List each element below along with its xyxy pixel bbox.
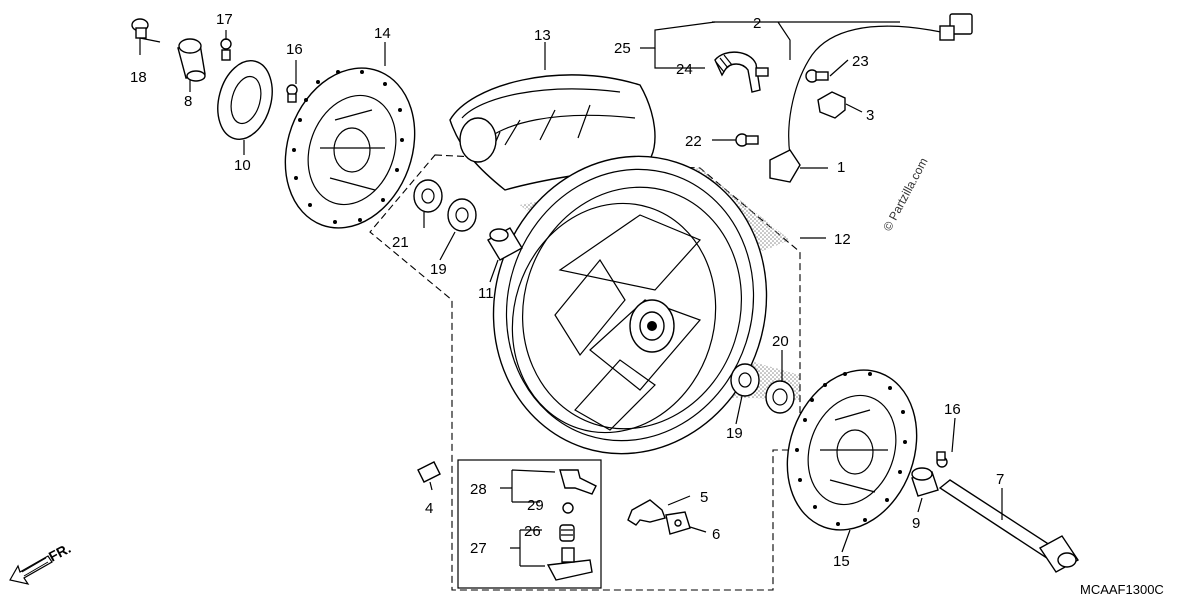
- label-20: 20: [772, 333, 789, 350]
- axle-7[interactable]: [938, 479, 1080, 573]
- bolt-16-left[interactable]: [286, 84, 298, 103]
- bracket-3[interactable]: [817, 91, 846, 119]
- label-3: 3: [866, 107, 874, 124]
- brake-disc-left[interactable]: [264, 50, 437, 247]
- label-25: 25: [614, 40, 631, 57]
- label-14: 14: [374, 25, 391, 42]
- label-19-right: 19: [726, 425, 743, 442]
- label-18: 18: [130, 69, 147, 86]
- label-13: 13: [534, 27, 551, 44]
- label-27: 27: [470, 540, 487, 557]
- seal-20[interactable]: [765, 380, 795, 414]
- label-22: 22: [685, 133, 702, 150]
- diagram-code: MCAAF1300C: [1080, 582, 1164, 597]
- collar-8[interactable]: [177, 38, 206, 82]
- label-28: 28: [470, 481, 487, 498]
- valve-box: [457, 459, 602, 589]
- brake-disc-right[interactable]: [766, 352, 939, 549]
- label-19-left: 19: [430, 261, 447, 278]
- spacer-11[interactable]: [487, 227, 523, 261]
- label-16-left: 16: [286, 41, 303, 58]
- bearing-21[interactable]: [413, 179, 443, 213]
- label-1: 1: [837, 159, 845, 176]
- clamp-6[interactable]: [665, 511, 691, 535]
- label-10: 10: [234, 157, 251, 174]
- label-21: 21: [392, 234, 409, 251]
- label-9: 9: [912, 515, 920, 532]
- bolt-23[interactable]: [805, 69, 829, 83]
- label-15: 15: [833, 553, 850, 570]
- valve-elbow-5[interactable]: [627, 499, 666, 526]
- collar-9[interactable]: [911, 467, 939, 497]
- bearing-19-right[interactable]: [730, 363, 760, 397]
- label-4: 4: [425, 500, 433, 517]
- bolt-18[interactable]: [131, 18, 161, 43]
- label-6: 6: [712, 526, 720, 543]
- sprocket-10[interactable]: [210, 55, 281, 146]
- label-17: 17: [216, 11, 233, 28]
- label-29: 29: [527, 497, 544, 514]
- bolt-22[interactable]: [735, 133, 759, 147]
- bolt-16-right[interactable]: [936, 451, 948, 468]
- label-11: 11: [478, 285, 494, 302]
- bearing-19-left[interactable]: [447, 198, 477, 232]
- front-direction-arrow-icon: [9, 555, 53, 585]
- label-7: 7: [996, 471, 1004, 488]
- label-8: 8: [184, 93, 192, 110]
- label-12: 12: [834, 231, 851, 248]
- wheel-rim[interactable]: [455, 121, 804, 490]
- speed-sensor-2[interactable]: [769, 13, 973, 183]
- label-26: 26: [524, 523, 541, 540]
- label-5: 5: [700, 489, 708, 506]
- label-16-right: 16: [944, 401, 961, 418]
- watermark: © Partzilla.com: [880, 155, 930, 233]
- weight-4[interactable]: [417, 461, 441, 483]
- valve-base-27[interactable]: [546, 547, 593, 581]
- label-2: 2: [753, 15, 761, 32]
- bolt-17[interactable]: [220, 38, 232, 61]
- valve-cap-26[interactable]: [559, 524, 575, 542]
- valve-stem-28[interactable]: [559, 469, 597, 514]
- label-24: 24: [676, 61, 693, 78]
- label-23: 23: [852, 53, 869, 70]
- leader-lines: [139, 21, 1003, 567]
- clip-24[interactable]: [714, 51, 769, 93]
